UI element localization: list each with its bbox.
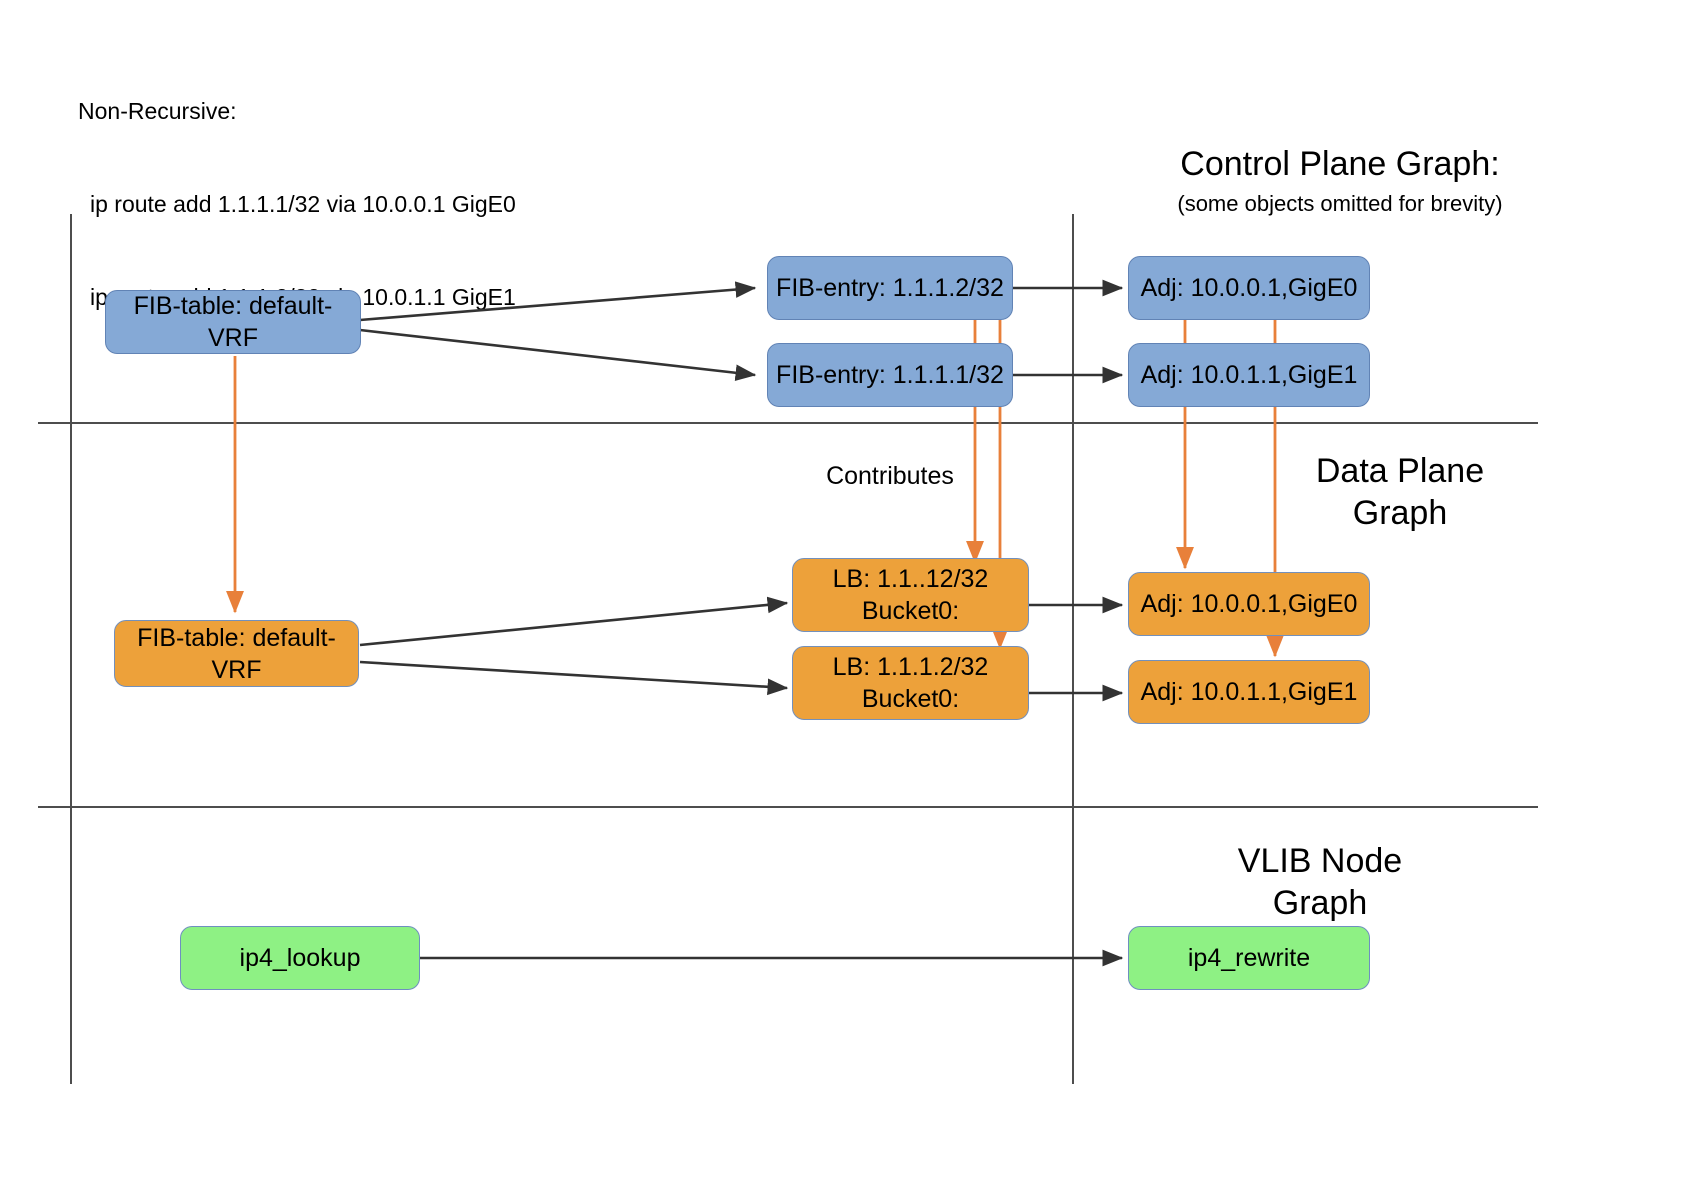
node-dp-fib-table-label: FIB-table: default-VRF xyxy=(137,623,336,684)
node-vlib-ip4-rewrite-label: ip4_rewrite xyxy=(1187,944,1311,972)
node-dp-lb-top-line2: Bucket0: xyxy=(861,597,960,625)
lane-divider-vertical-right xyxy=(1072,214,1074,1084)
vlib-title-line2: Graph xyxy=(1272,884,1368,922)
node-cp-fib-entry-bottom[interactable]: FIB-entry: 1.1.1.1/32 xyxy=(767,343,1013,407)
lane-divider-vertical-left xyxy=(70,214,72,1084)
node-dp-fib-table[interactable]: FIB-table: default-VRF xyxy=(114,620,359,687)
node-cp-fib-entry-top-label: FIB-entry: 1.1.1.2/32 xyxy=(776,274,1004,302)
data-plane-title-line1: Data Plane xyxy=(1315,452,1485,490)
node-dp-lb-top-line1: LB: 1.1..12/32 xyxy=(832,565,989,593)
node-cp-fib-entry-bottom-label: FIB-entry: 1.1.1.1/32 xyxy=(776,361,1004,389)
node-dp-adj-top[interactable]: Adj: 10.0.0.1,GigE0 xyxy=(1128,572,1370,636)
control-plane-title: Control Plane Graph: xyxy=(1180,145,1500,183)
node-vlib-ip4-rewrite[interactable]: ip4_rewrite xyxy=(1128,926,1370,990)
lane-divider-control-data xyxy=(38,422,1538,424)
vlib-title: VLIB Node Graph xyxy=(1110,840,1530,924)
vlib-title-line1: VLIB Node xyxy=(1237,842,1403,880)
node-dp-lb-bottom[interactable]: LB: 1.1.1.2/32 Bucket0: xyxy=(792,646,1029,720)
node-cp-adj-bottom[interactable]: Adj: 10.0.1.1,GigE1 xyxy=(1128,343,1370,407)
node-vlib-ip4-lookup[interactable]: ip4_lookup xyxy=(180,926,420,990)
contributes-label: Contributes xyxy=(826,462,954,490)
node-cp-adj-top-label: Adj: 10.0.0.1,GigE0 xyxy=(1140,274,1358,302)
data-plane-title: Data Plane Graph xyxy=(1200,450,1600,534)
data-plane-title-line2: Graph xyxy=(1352,494,1448,532)
node-dp-lb-top[interactable]: LB: 1.1..12/32 Bucket0: xyxy=(792,558,1029,632)
header-title: Non-Recursive: xyxy=(78,98,237,124)
node-cp-fib-entry-top[interactable]: FIB-entry: 1.1.1.2/32 xyxy=(767,256,1013,320)
node-dp-lb-bottom-line1: LB: 1.1.1.2/32 xyxy=(832,653,989,681)
control-plane-subtitle: (some objects omitted for brevity) xyxy=(1177,191,1503,216)
node-dp-adj-bottom[interactable]: Adj: 10.0.1.1,GigE1 xyxy=(1128,660,1370,724)
node-vlib-ip4-lookup-label: ip4_lookup xyxy=(239,944,361,972)
node-dp-lb-bottom-line2: Bucket0: xyxy=(861,685,960,713)
node-cp-adj-bottom-label: Adj: 10.0.1.1,GigE1 xyxy=(1140,361,1358,389)
node-cp-fib-table[interactable]: FIB-table: default-VRF xyxy=(105,290,361,354)
node-dp-adj-top-label: Adj: 10.0.0.1,GigE0 xyxy=(1140,590,1358,618)
lane-divider-data-vlib xyxy=(38,806,1538,808)
node-cp-adj-top[interactable]: Adj: 10.0.0.1,GigE0 xyxy=(1128,256,1370,320)
node-cp-fib-table-label: FIB-table: default-VRF xyxy=(133,292,333,352)
node-dp-adj-bottom-label: Adj: 10.0.1.1,GigE1 xyxy=(1140,678,1358,706)
header-route-1: ip route add 1.1.1.1/32 via 10.0.0.1 Gig… xyxy=(90,191,516,217)
